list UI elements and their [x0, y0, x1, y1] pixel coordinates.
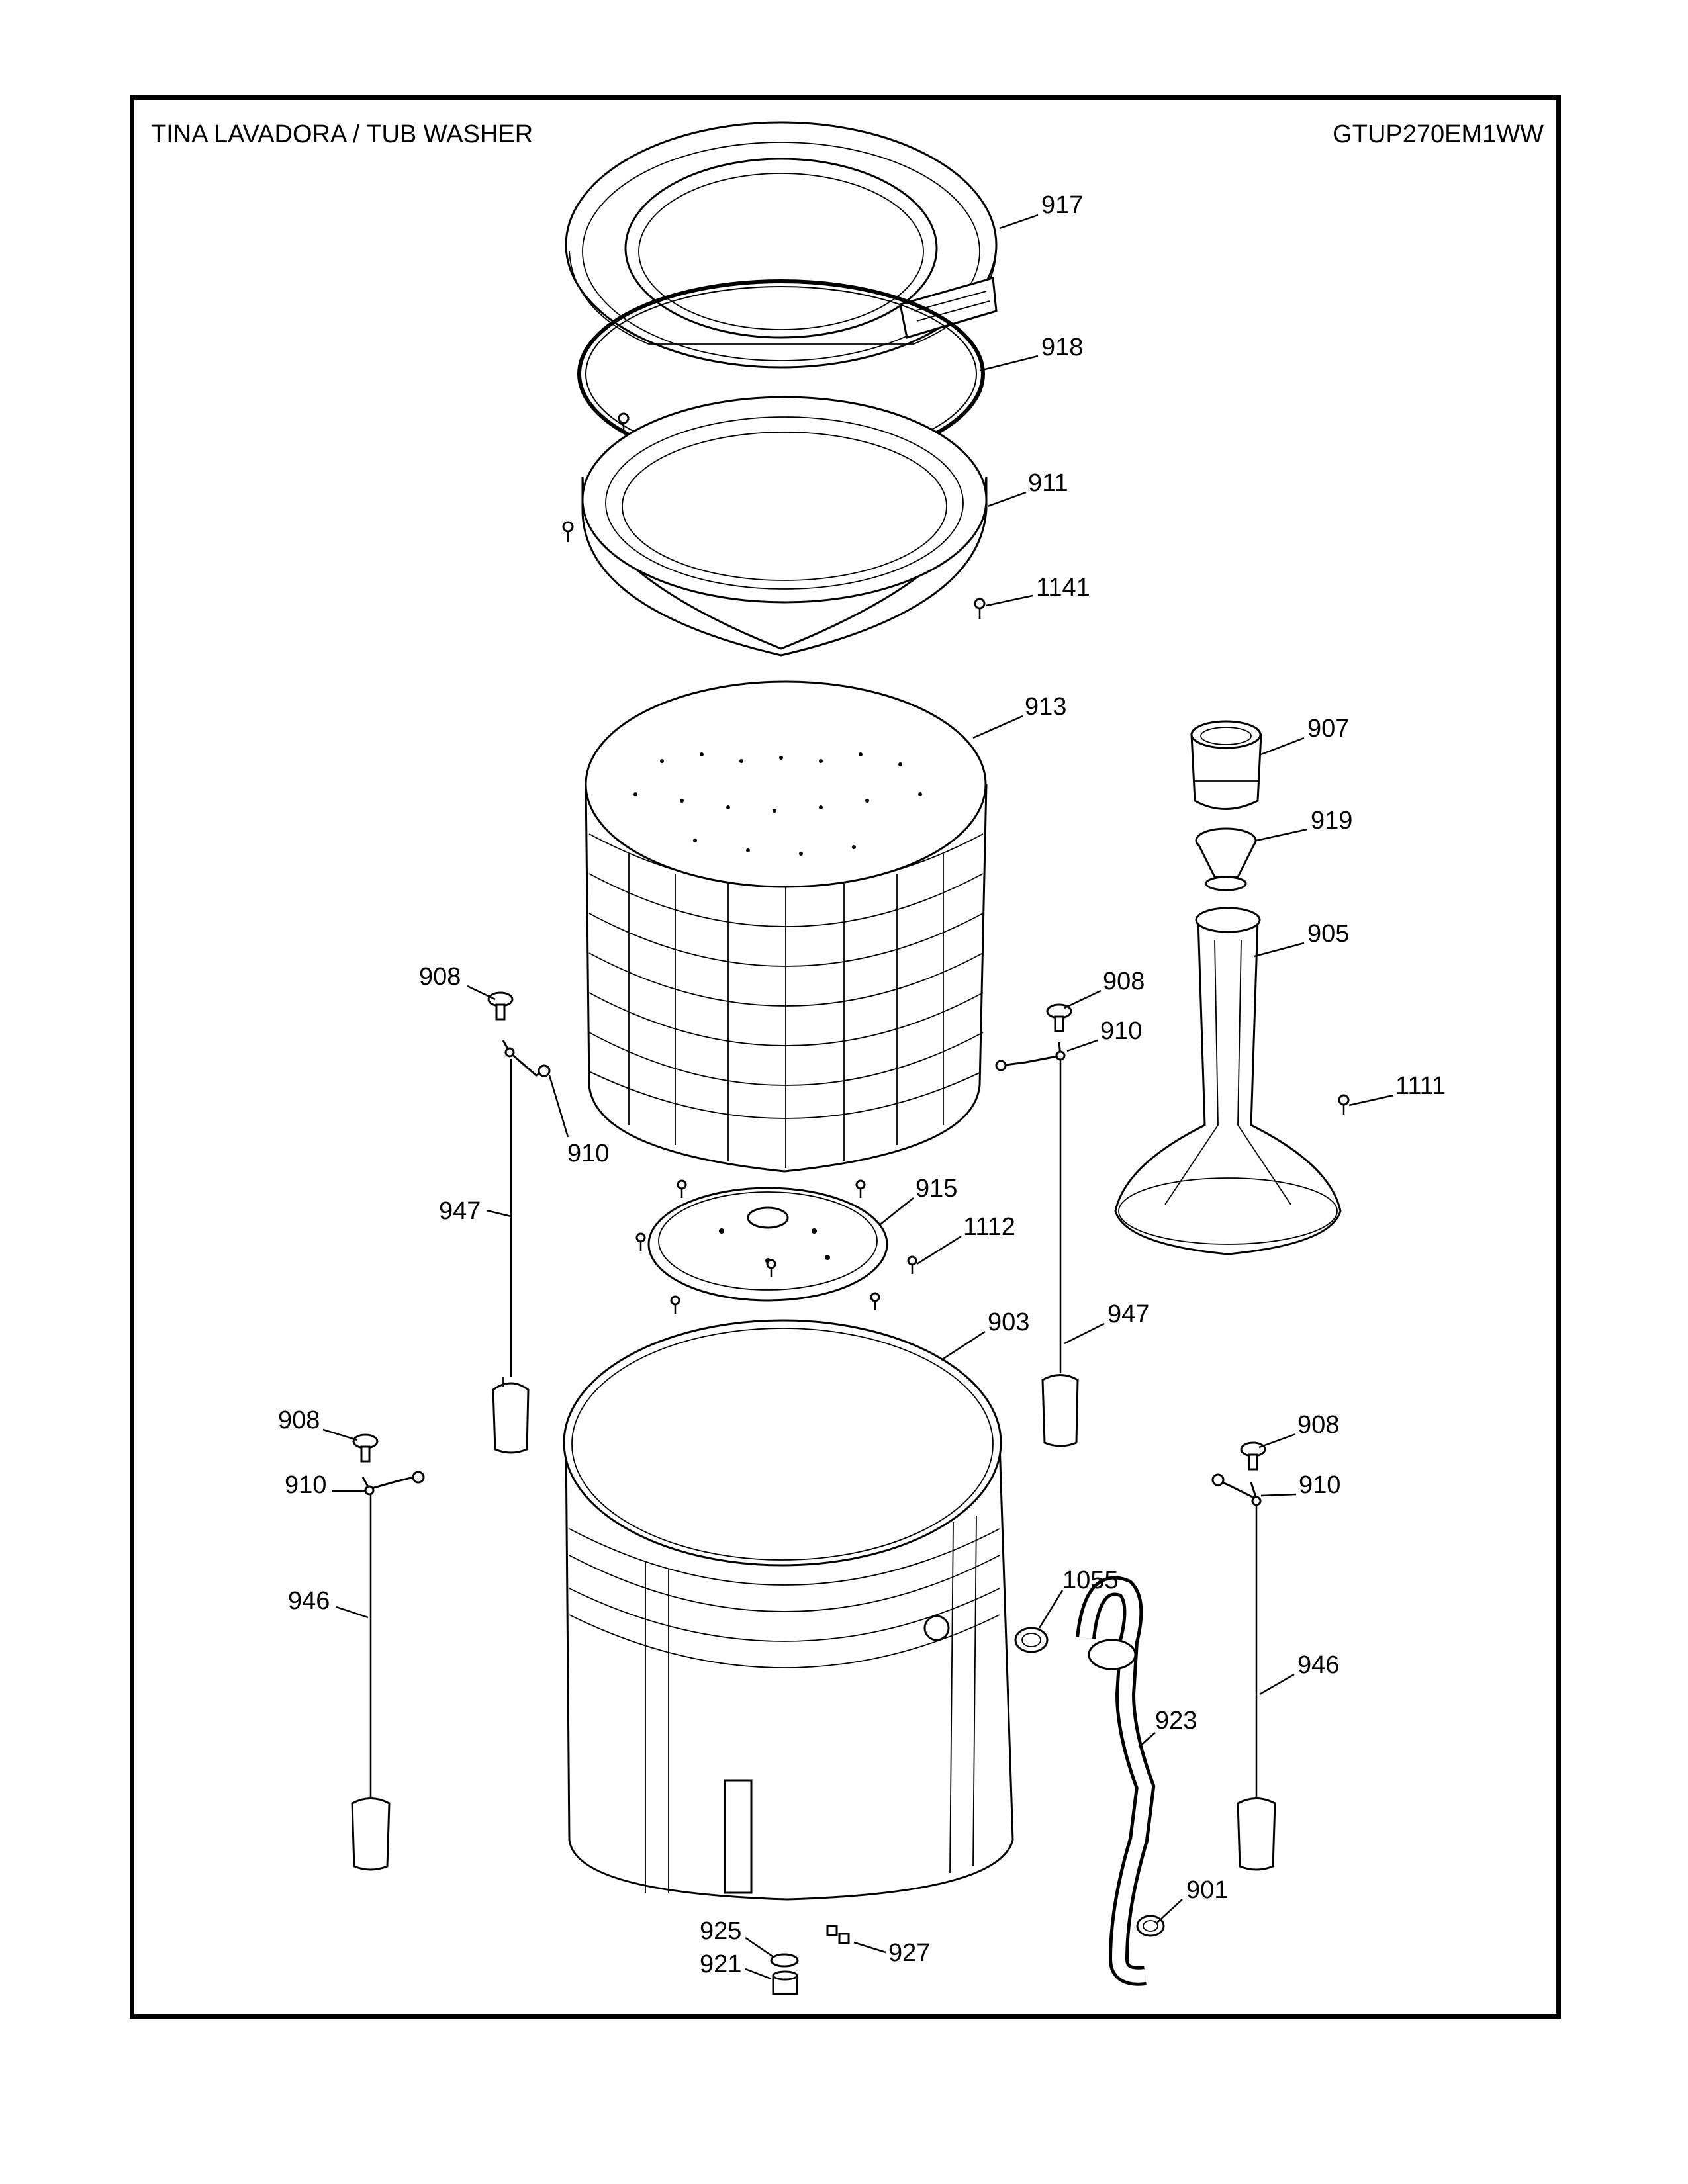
callout-913: 913 — [1025, 693, 1066, 721]
hub-plate-915 — [647, 1187, 888, 1302]
callout-908-left-lower: 908 — [278, 1406, 320, 1434]
callout-923: 923 — [1155, 1707, 1197, 1735]
callout-927: 927 — [888, 1939, 930, 1967]
screw-icon — [635, 1179, 917, 1314]
callout-910-left-upper: 910 — [567, 1140, 609, 1167]
diagram-frame — [130, 95, 1561, 2019]
hose-clamp-901 — [1136, 1915, 1165, 1937]
rod-bracket-910 — [361, 1471, 425, 1496]
callout-901: 901 — [1186, 1876, 1228, 1904]
callout-915: 915 — [915, 1175, 957, 1203]
callout-910-right-upper: 910 — [1100, 1017, 1142, 1045]
diagram-title: TINA LAVADORA / TUB WASHER — [151, 120, 534, 148]
snubber-908 — [1046, 1003, 1072, 1032]
agitator-insert-919 — [1195, 827, 1257, 891]
callout-946-left: 946 — [288, 1587, 330, 1615]
callout-908-left-upper: 908 — [419, 963, 461, 991]
hose-clamp-1055 — [1014, 1627, 1049, 1653]
callout-911: 911 — [1028, 469, 1068, 497]
snubber-908 — [487, 991, 514, 1021]
snubber-908 — [352, 1433, 379, 1463]
rod-bracket-910 — [502, 1040, 551, 1077]
grommet-925 — [770, 1953, 799, 1968]
plug-921 — [772, 1970, 798, 1995]
callout-907: 907 — [1307, 715, 1349, 743]
callout-947-left: 947 — [439, 1197, 481, 1225]
callout-947-right: 947 — [1107, 1300, 1149, 1328]
suspension-rod-947 — [492, 1059, 530, 1454]
callout-921: 921 — [700, 1950, 741, 1978]
callout-903: 903 — [988, 1308, 1029, 1336]
agitator-cap-907 — [1190, 720, 1262, 810]
callout-1055: 1055 — [1062, 1567, 1119, 1594]
callout-919: 919 — [1311, 807, 1352, 835]
tub-ring-911 — [581, 396, 988, 657]
callout-1112: 1112 — [963, 1213, 1015, 1241]
rod-bracket-910 — [1211, 1473, 1262, 1506]
callout-925: 925 — [700, 1917, 741, 1945]
rod-bracket-910 — [995, 1042, 1066, 1071]
snubber-908 — [1240, 1441, 1266, 1471]
callout-910-left-lower: 910 — [285, 1471, 326, 1499]
callout-1141: 1141 — [1036, 574, 1090, 602]
suspension-rod-947 — [1041, 1059, 1079, 1447]
callout-918: 918 — [1041, 334, 1083, 361]
callout-905: 905 — [1307, 920, 1349, 948]
screw-icon — [1338, 1094, 1350, 1115]
clip-927 — [826, 1925, 850, 1944]
callout-908-right-upper: 908 — [1103, 968, 1145, 995]
callout-917: 917 — [1041, 191, 1083, 219]
callout-908-right-lower: 908 — [1297, 1411, 1339, 1439]
wash-basket-913 — [585, 680, 988, 1173]
suspension-rod-946 — [351, 1494, 391, 1871]
callout-910-right-lower: 910 — [1299, 1471, 1340, 1499]
leader-lines — [322, 214, 1394, 1980]
top-cover-ring-917 — [565, 121, 998, 369]
agitator-905 — [1114, 907, 1342, 1255]
screw-icon — [562, 412, 986, 619]
model-number: GTUP270EM1WW — [1333, 120, 1544, 148]
callout-1111: 1111 — [1395, 1072, 1446, 1100]
callout-946-right: 946 — [1297, 1651, 1339, 1679]
outer-tub-903 — [563, 1319, 1014, 1901]
drain-hose-923 — [1076, 1576, 1156, 1986]
suspension-rod-946 — [1237, 1506, 1276, 1871]
